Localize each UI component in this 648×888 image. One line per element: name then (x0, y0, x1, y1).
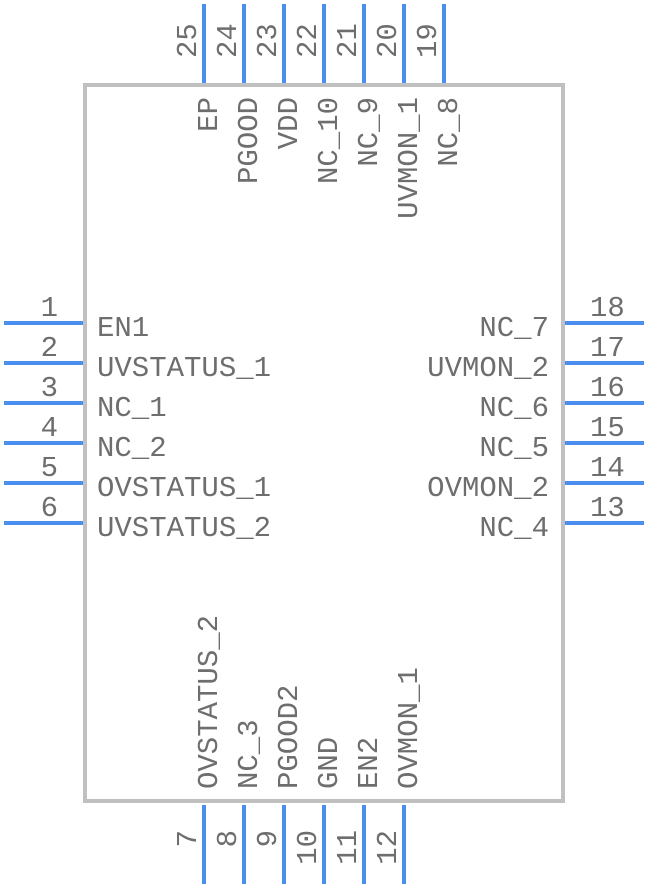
pin-number: 5 (41, 452, 58, 485)
pin-number: 17 (590, 332, 625, 365)
pin-number: 1 (41, 292, 58, 325)
pin-name: NC_10 (313, 97, 346, 184)
pin-name: NC_5 (479, 432, 549, 465)
pin-number: 4 (41, 412, 58, 445)
pin-number: 13 (590, 492, 625, 525)
pin-number: 12 (372, 830, 405, 865)
pin-name: UVMON_1 (393, 97, 426, 219)
pin-name: NC_1 (97, 392, 167, 425)
pin-number: 23 (252, 23, 285, 58)
pin-name: EN1 (97, 312, 149, 345)
pin-number: 16 (590, 372, 625, 405)
pin-name: GND (313, 737, 346, 789)
pin-number: 2 (41, 332, 58, 365)
pin-name: UVMON_2 (427, 352, 549, 385)
pin-number: 20 (372, 23, 405, 58)
pin-name: NC_4 (479, 512, 549, 545)
pin-number: 25 (172, 23, 205, 58)
pins-layer (4, 4, 644, 884)
pin-name: NC_7 (479, 312, 549, 345)
pin-number: 6 (41, 492, 58, 525)
pin-name: OVMON_1 (393, 667, 426, 789)
pin-number: 8 (212, 830, 245, 847)
pin-name: OVSTATUS_2 (193, 615, 226, 789)
pin-number: 21 (332, 23, 365, 58)
pin-number: 15 (590, 412, 625, 445)
pin-name: OVMON_2 (427, 472, 549, 505)
component-body (83, 83, 565, 803)
pin-number: 19 (412, 23, 445, 58)
pin-name: NC_3 (233, 719, 266, 789)
pin-name: EP (193, 97, 226, 132)
pin-name: NC_6 (479, 392, 549, 425)
pin-number: 3 (41, 372, 58, 405)
pin-number: 24 (212, 23, 245, 58)
pin-name: NC_8 (433, 97, 466, 167)
pin-number: 22 (292, 23, 325, 58)
pin-name: PGOOD2 (273, 685, 306, 789)
pin-name: EN2 (353, 737, 386, 789)
pin-number: 18 (590, 292, 625, 325)
pin-name: UVSTATUS_2 (97, 512, 271, 545)
pin-name: OVSTATUS_1 (97, 472, 271, 505)
pin-name: NC_9 (353, 97, 386, 167)
pin-number: 11 (332, 830, 365, 865)
pin-name: UVSTATUS_1 (97, 352, 271, 385)
pin-name: PGOOD (233, 97, 266, 184)
pin-number: 9 (252, 830, 285, 847)
pin-number: 7 (172, 830, 205, 847)
pin-number: 10 (292, 830, 325, 865)
pin-name: VDD (273, 97, 306, 149)
pin-name: NC_2 (97, 432, 167, 465)
pin-number: 14 (590, 452, 625, 485)
